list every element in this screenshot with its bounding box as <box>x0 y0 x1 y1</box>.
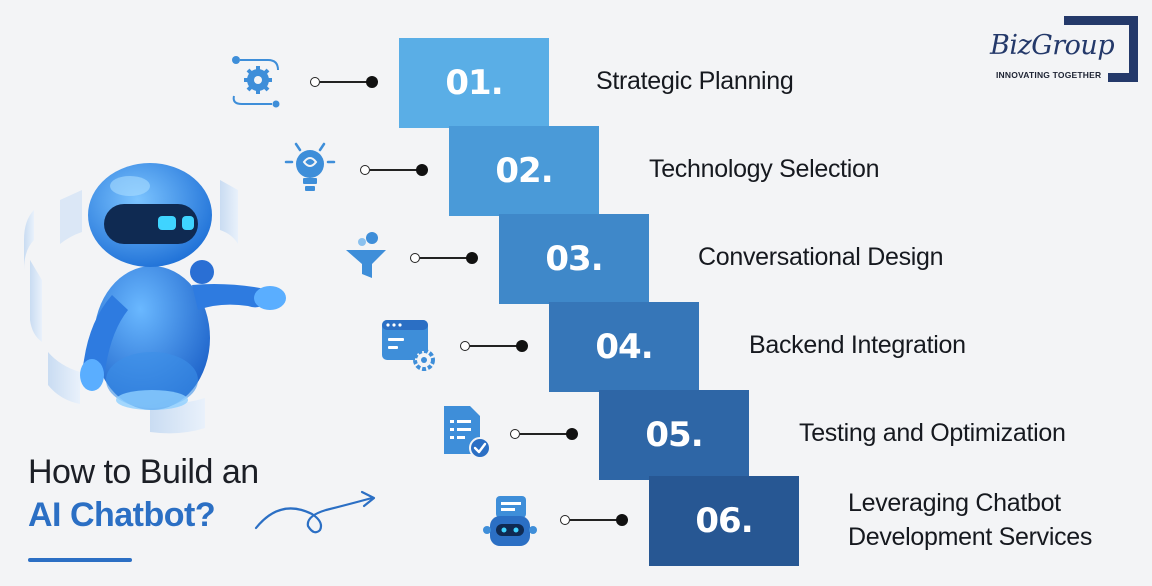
step-3-label: Conversational Design <box>698 243 944 271</box>
bizgroup-logo: BizGroup INNOVATING TOGETHER <box>984 16 1140 82</box>
step-6-label-line-1: Leveraging Chatbot <box>848 489 1061 517</box>
step-5-connector <box>510 427 580 441</box>
step-6-label-line-2: Development Services <box>848 523 1093 551</box>
step-2-number: 02. <box>449 126 599 216</box>
step-1-label: Strategic Planning <box>596 67 794 95</box>
step-3-connector <box>410 251 480 265</box>
step-2-label: Technology Selection <box>649 155 880 183</box>
step-4-label: Backend Integration <box>749 331 966 359</box>
headline-line-2: AI Chatbot? <box>28 496 216 534</box>
step-5-label: Testing and Optimization <box>799 419 1066 447</box>
funnel-users-icon <box>346 232 386 278</box>
workflow-gear-icon <box>232 56 280 108</box>
headline-underline <box>28 558 132 562</box>
logo-name: BizGroup <box>990 30 1115 61</box>
browser-gear-icon <box>382 320 435 371</box>
step-2-connector <box>360 163 430 177</box>
chatbot-message-icon <box>483 496 537 546</box>
logo-frame-side <box>1108 16 1138 82</box>
headline-line-1: How to Build an <box>28 453 259 491</box>
step-6-connector <box>560 513 630 527</box>
step-1-connector <box>310 75 380 89</box>
step-6-number: 06. <box>649 476 799 566</box>
step-6-label: Leveraging Chatbot Development Services <box>848 486 1092 554</box>
headline: How to Build an AI Chatbot? <box>28 452 259 538</box>
step-5-number: 05. <box>599 390 749 480</box>
step-4-number: 04. <box>549 302 699 392</box>
step-3-number: 03. <box>499 214 649 304</box>
logo-tagline: INNOVATING TOGETHER <box>996 70 1102 80</box>
document-check-icon <box>444 406 491 459</box>
swoosh-arrow-icon <box>254 490 376 534</box>
step-4-connector <box>460 339 530 353</box>
step-1-number: 01. <box>399 38 549 128</box>
lightbulb-circuit-icon <box>284 142 336 191</box>
robot-illustration <box>24 163 286 434</box>
